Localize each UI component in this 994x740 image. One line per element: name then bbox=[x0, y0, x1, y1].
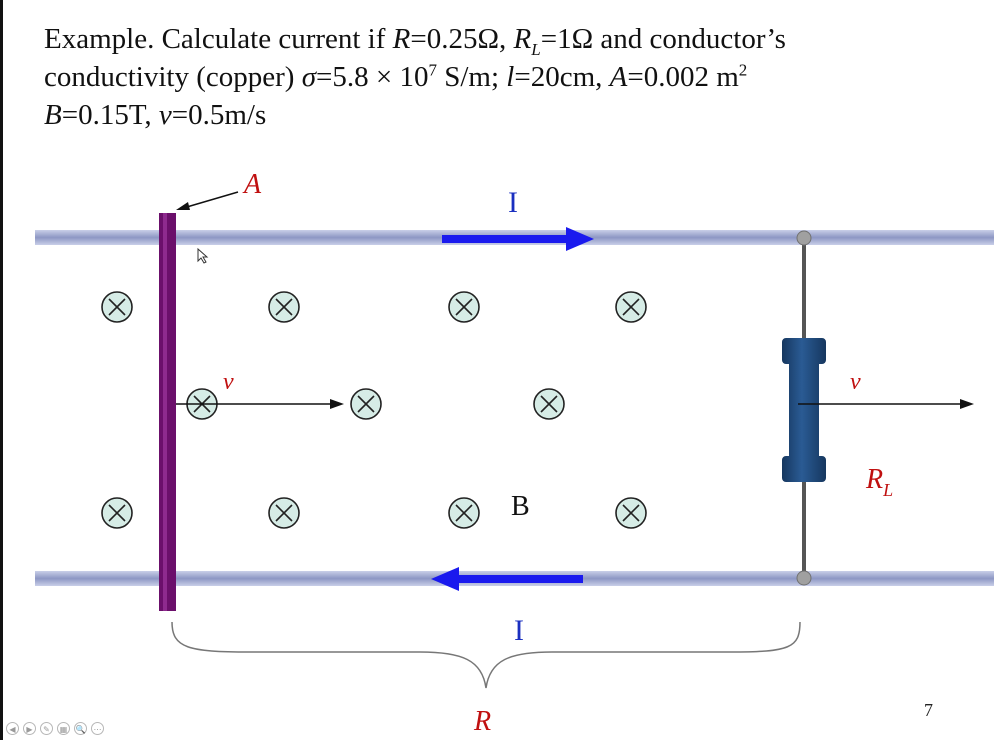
load-resistor bbox=[782, 338, 826, 482]
statement-line-2: conductivity (copper) σ=5.8 × 107 S/m; l… bbox=[44, 60, 748, 93]
zoom-icon[interactable]: 🔍 bbox=[74, 722, 87, 735]
load-resistance-subscript: L bbox=[882, 480, 893, 500]
page-number: 7 bbox=[924, 700, 933, 720]
field-into-page-icon bbox=[448, 497, 480, 529]
velocity-label-left: v bbox=[223, 369, 234, 395]
pen-tool-icon[interactable]: ✎ bbox=[40, 722, 53, 735]
velocity-arrow-right bbox=[798, 399, 974, 409]
slide-left-border bbox=[0, 0, 3, 740]
slideshow-controls: ◀ ▶ ✎ ▦ 🔍 ⋯ bbox=[6, 722, 104, 735]
cross-section-label: A bbox=[242, 169, 262, 200]
field-into-page-icon bbox=[615, 497, 647, 529]
current-label-top: I bbox=[508, 186, 518, 219]
slide-grid-icon[interactable]: ▦ bbox=[57, 722, 70, 735]
current-arrow-bottom bbox=[431, 567, 583, 591]
field-into-page-icon bbox=[350, 388, 382, 420]
resistance-span-brace bbox=[171, 621, 801, 689]
problem-statement: Example. Calculate current if R=0.25Ω, R… bbox=[44, 20, 984, 134]
cross-section-pointer bbox=[176, 191, 239, 210]
load-resistance-label: RL bbox=[865, 464, 893, 500]
more-options-icon[interactable]: ⋯ bbox=[91, 722, 104, 735]
junction-bottom bbox=[796, 570, 812, 586]
field-into-page-icon bbox=[101, 497, 133, 529]
magnetic-field-symbols bbox=[101, 291, 647, 529]
statement-line-1: Example. Calculate current if R=0.25Ω, R… bbox=[44, 23, 786, 59]
sliding-conductor-rod bbox=[159, 213, 176, 611]
load-resistance-symbol: R bbox=[865, 464, 883, 495]
field-into-page-icon bbox=[533, 388, 565, 420]
rod-resistance-label: R bbox=[473, 706, 491, 737]
field-into-page-icon bbox=[268, 291, 300, 323]
velocity-arrow-left bbox=[165, 399, 344, 409]
current-label-bottom: I bbox=[514, 614, 524, 647]
current-arrow-top bbox=[442, 227, 594, 251]
next-slide-icon[interactable]: ▶ bbox=[23, 722, 36, 735]
field-into-page-icon bbox=[268, 497, 300, 529]
field-into-page-icon bbox=[448, 291, 480, 323]
field-into-page-icon bbox=[101, 291, 133, 323]
mouse-cursor-icon bbox=[197, 247, 209, 264]
velocity-label-right: v bbox=[850, 369, 861, 395]
field-into-page-icon bbox=[615, 291, 647, 323]
junction-top bbox=[796, 230, 812, 246]
previous-slide-icon[interactable]: ◀ bbox=[6, 722, 19, 735]
rod-highlight bbox=[163, 213, 167, 611]
magnetic-field-label: B bbox=[511, 491, 530, 522]
statement-line-3: B=0.15T, v=0.5m/s bbox=[44, 99, 267, 131]
